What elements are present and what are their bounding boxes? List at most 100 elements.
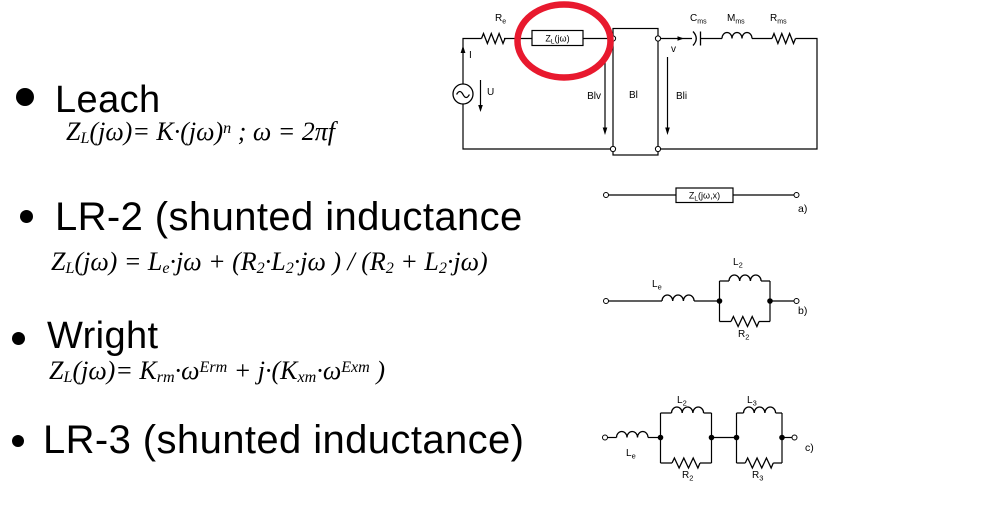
resistor-r2-icon <box>671 456 701 470</box>
bl-label: Bl <box>629 90 638 101</box>
caption-a: a) <box>798 203 807 215</box>
zl-x-box-label: ZL(jω,x) <box>689 191 720 203</box>
diagram-a: ZL(jω,x) a) <box>603 187 807 215</box>
inductor-mms-icon <box>721 31 753 39</box>
blv-label: Blv <box>587 91 601 102</box>
resistor-rms-icon <box>771 31 797 46</box>
inductor-l2-icon <box>728 274 762 282</box>
bullet-icon <box>12 332 25 345</box>
capacitor-cms-icon <box>692 31 702 46</box>
wire <box>735 413 783 463</box>
formula-segment: (jω)= K·(jω) <box>89 117 224 146</box>
formula-segment: 2 <box>438 259 447 277</box>
re-label: Re <box>495 13 506 26</box>
formula-wright: ZL(jω)= Krm·ωErm + j·(Kxm·ωExm ) <box>49 355 385 386</box>
le-label: Le <box>626 448 636 461</box>
wire <box>718 281 771 322</box>
wire <box>658 37 818 150</box>
formula-segment: Erm <box>199 358 228 376</box>
formula-segment: L <box>65 259 75 277</box>
diagram-b: Le L2 R2 b) <box>603 257 807 342</box>
velocity-label: v <box>671 44 676 55</box>
title-lr3: LR-3 (shunted inductance) <box>43 418 525 462</box>
l2-label: L2 <box>677 395 687 408</box>
bullet-icon <box>16 88 34 106</box>
terminal-icon <box>609 145 617 153</box>
l2-label: L2 <box>733 257 743 270</box>
inductor-le-icon <box>615 430 649 438</box>
current-label: I <box>469 50 472 61</box>
title-leach: Leach <box>55 79 161 121</box>
diagram-c: Le L2 R2 L3 R3 c) <box>602 395 814 483</box>
formula-segment: L <box>80 129 90 147</box>
formula-segment: L <box>63 368 73 386</box>
inductor-le-icon <box>661 294 695 302</box>
caption-c: c) <box>805 442 814 454</box>
formula-segment: Z <box>49 356 64 385</box>
formula-segment: n <box>223 119 232 137</box>
rms-label: Rms <box>770 13 787 26</box>
formula-segment: 2 <box>385 259 394 277</box>
l3-label: L3 <box>747 395 757 408</box>
resistor-re-icon <box>480 31 506 46</box>
resistor-r2-icon <box>730 314 760 329</box>
formula-segment: ) <box>369 356 385 385</box>
formula-segment: Z <box>66 117 81 146</box>
formula-segment: ·jω + (R <box>169 247 257 276</box>
formula-segment: ; ω = 2πf <box>231 117 335 146</box>
resistor-r3-icon <box>744 456 774 470</box>
title-lr2: LR-2 (shunted inductance <box>55 195 523 239</box>
zl-box <box>531 29 584 47</box>
wire <box>462 104 613 150</box>
wire <box>462 37 482 84</box>
terminal-icon <box>791 434 798 441</box>
blv-arrow-icon <box>602 57 608 135</box>
formula-segment: Z <box>51 247 66 276</box>
le-label: Le <box>652 279 662 292</box>
formula-segment: ·jω ) / (R <box>293 247 386 276</box>
terminal-icon <box>603 192 609 198</box>
terminal-icon <box>603 298 609 304</box>
terminal-icon <box>793 298 800 304</box>
formula-segment: + L <box>393 247 439 276</box>
wire <box>659 413 713 463</box>
formula-segment: ·L <box>264 247 286 276</box>
inductor-l3-icon <box>742 406 777 414</box>
formula-segment: ·ω <box>316 356 342 385</box>
formula-segment: xm <box>297 368 317 386</box>
formula-leach: ZL(jω)= K·(jω)n ; ω = 2πf <box>66 116 335 147</box>
formula-lr2: ZL(jω) = Le·jω + (R2·L2·jω ) / (R2 + L2·… <box>51 246 488 277</box>
terminal-icon <box>654 145 662 153</box>
formula-segment: ·ω <box>174 356 200 385</box>
formula-segment: ·jω) <box>446 247 488 276</box>
cms-label: Cms <box>690 13 707 26</box>
formula-segment: 2 <box>285 259 294 277</box>
inductor-l2-icon <box>670 406 705 414</box>
equivalent-circuit: I U Re ZL(jω) Bl B <box>452 1 818 156</box>
formula-segment: (jω) = L <box>74 247 163 276</box>
formula-segment: + j·(K <box>227 356 298 385</box>
ac-source-icon <box>452 83 474 105</box>
r3-label: R3 <box>752 470 763 483</box>
voltage-label: U <box>487 87 494 98</box>
velocity-arrow-icon <box>677 36 684 41</box>
formula-segment: e <box>162 259 170 277</box>
mms-label: Mms <box>727 13 745 26</box>
voltage-arrow-icon <box>478 80 483 112</box>
r2-label: R2 <box>738 329 749 342</box>
transformer-bl-box <box>612 27 659 156</box>
caption-b: b) <box>798 305 807 317</box>
red-highlight-ellipse <box>514 1 614 81</box>
formula-segment: 2 <box>256 259 265 277</box>
terminal-icon <box>602 434 608 441</box>
bli-label: Bli <box>676 91 687 102</box>
terminal-icon <box>793 192 800 198</box>
zl-box-label: ZL(jω) <box>545 34 569 46</box>
terminal-icon <box>654 35 662 42</box>
r2-label: R2 <box>682 470 693 483</box>
bli-arrow-icon <box>665 57 670 135</box>
title-wright: Wright <box>47 315 159 357</box>
bullet-icon <box>12 435 24 447</box>
